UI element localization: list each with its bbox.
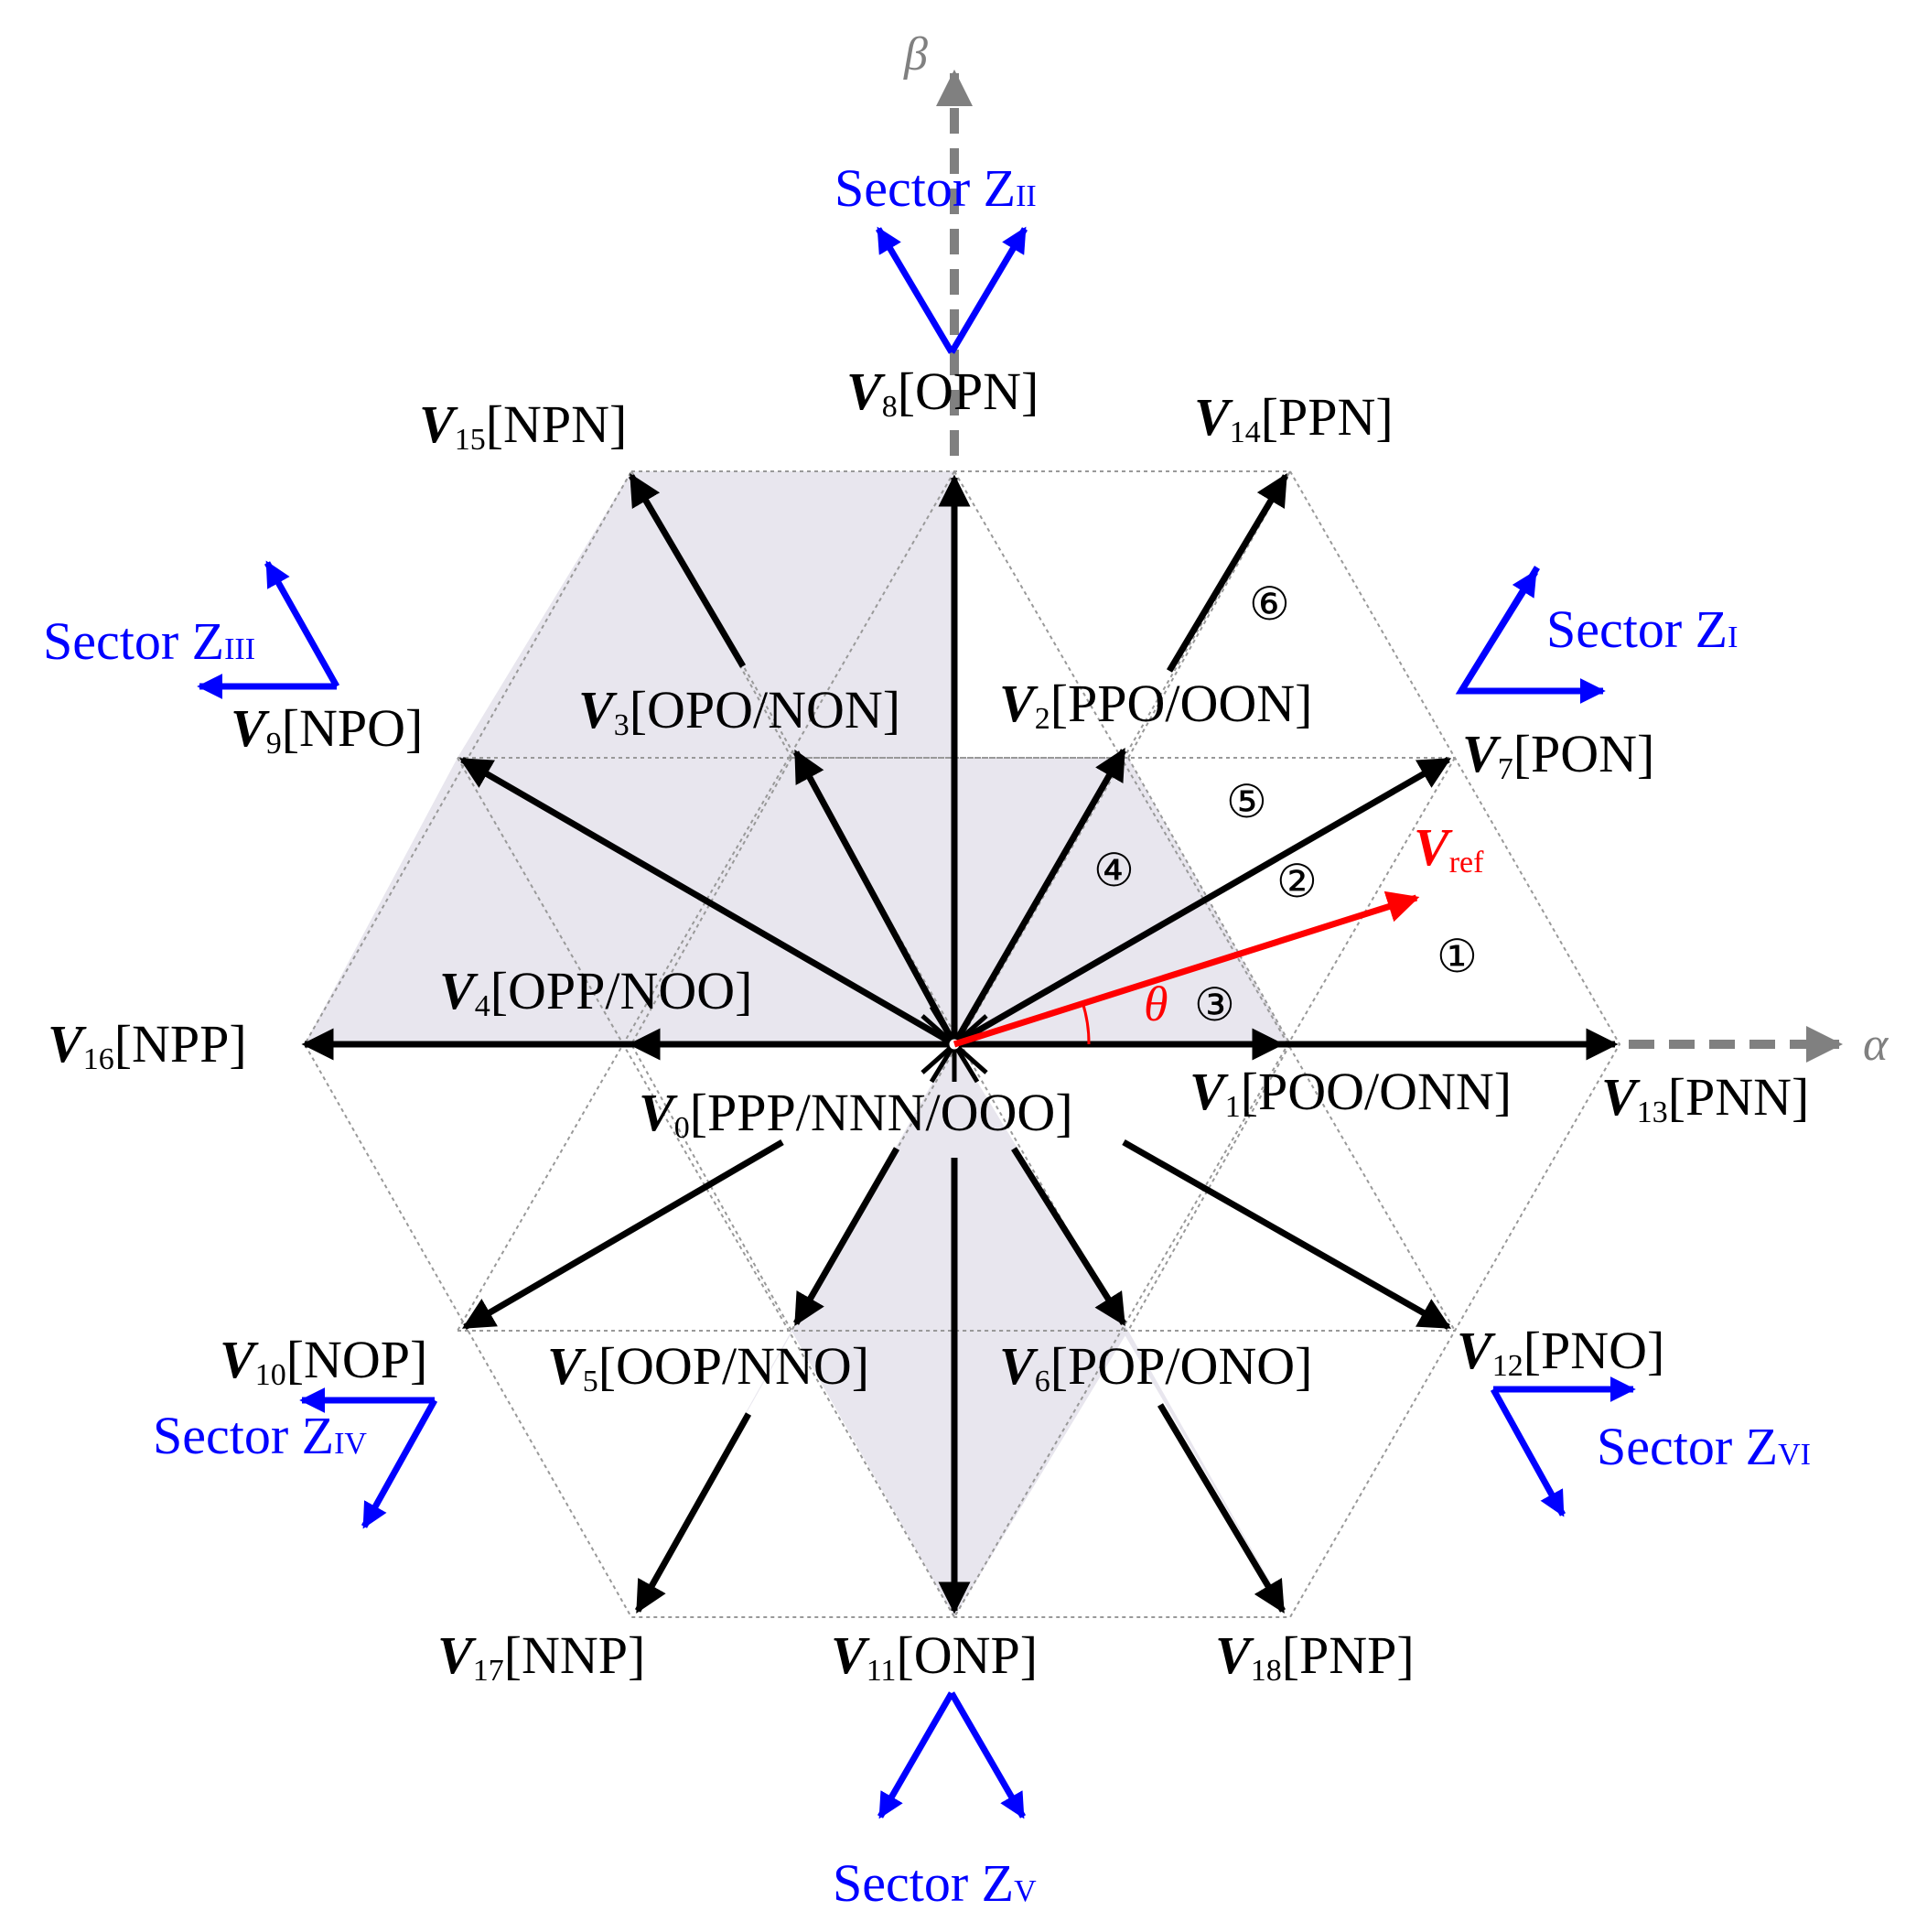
label-theta: θ [1144, 977, 1168, 1031]
label-sector-iii: Sector ZIII [43, 611, 255, 671]
arrow-v3 [792, 749, 958, 1046]
label-v18: V18[PNP] [1215, 1625, 1415, 1688]
region-6: ⑥ [1249, 578, 1290, 630]
arrow-v15 [628, 472, 747, 668]
axes [936, 70, 1843, 1063]
shaded-triangle-14 [305, 758, 954, 1044]
arrow-v7 [953, 756, 1452, 1048]
label-v15: V15[NPN] [419, 394, 627, 457]
sector-ii-icon-left [875, 226, 955, 354]
sector-iv-icon-down [361, 1398, 438, 1529]
label-v1: V1[POO/ONN] [1190, 1062, 1512, 1124]
region-1: ① [1437, 931, 1478, 982]
sector-i-icon-up [1459, 569, 1538, 693]
label-v6: V6[POP/ONO] [999, 1336, 1313, 1398]
label-v11: V11[ONP] [831, 1625, 1038, 1688]
label-sector-vi: Sector ZVI [1597, 1417, 1811, 1476]
label-v5: V5[OOP/NNO] [547, 1336, 869, 1398]
beta-axis-label: β [903, 28, 928, 81]
label-v16: V16[NPP] [48, 1014, 247, 1076]
label-v7: V7[PON] [1462, 724, 1654, 786]
region-5: ⑤ [1226, 776, 1267, 827]
label-v8: V8[OPN] [846, 362, 1039, 424]
region-2: ② [1276, 856, 1318, 907]
region-3: ③ [1194, 979, 1235, 1031]
shaded-triangle-8 [954, 758, 1290, 1044]
label-v2: V2[PPO/OON] [999, 674, 1313, 736]
sector-v-icon-right [948, 1691, 1027, 1819]
arrow-v14 [1166, 472, 1289, 673]
sector-v-icon-left [877, 1691, 955, 1819]
arrow-v9 [458, 756, 956, 1048]
shaded-triangle-12 [458, 471, 954, 1044]
arrow-vref [953, 890, 1420, 1048]
shaded-triangle-17 [954, 1044, 1128, 1617]
label-v17: V17[NNP] [437, 1625, 645, 1688]
label-sector-iv: Sector ZIV [153, 1406, 367, 1465]
label-v13: V13[PNN] [1601, 1067, 1809, 1129]
arrow-v18 [1157, 1403, 1286, 1614]
label-v0: V0[PPP/NNN/OOO] [639, 1083, 1073, 1145]
label-sector-ii: Sector ZII [834, 158, 1037, 218]
vector-arrows [301, 472, 1619, 1614]
arrow-v5 [792, 1147, 900, 1327]
label-sector-i: Sector ZI [1546, 599, 1738, 659]
alpha-axis-label: α [1863, 1019, 1889, 1071]
label-vref: Vref [1414, 817, 1484, 880]
arrow-v10 [461, 1139, 784, 1331]
label-v10: V10[NOP] [220, 1330, 427, 1392]
sector-vi-icon-down [1490, 1387, 1566, 1517]
region-4: ④ [1093, 845, 1135, 896]
shaded-triangle-16 [791, 1044, 954, 1617]
label-v4: V4[OPP/NOO] [439, 961, 753, 1023]
label-v12: V12[PNO] [1457, 1321, 1664, 1383]
label-v9: V9[NPO] [231, 698, 423, 761]
label-v14: V14[PPN] [1194, 387, 1394, 449]
grid-line-diag-6 [953, 757, 1456, 1618]
sector-ii-icon-right [948, 226, 1028, 354]
arrow-v17 [634, 1412, 752, 1614]
label-v3: V3[OPO/NON] [578, 680, 900, 742]
sector-iii-icon-up [264, 560, 340, 688]
sector-arrows [197, 226, 1636, 1819]
arrow-v12 [1122, 1139, 1452, 1331]
arrow-v2 [951, 747, 1127, 1046]
label-sector-v: Sector ZV [833, 1853, 1037, 1913]
arrow-v6 [1011, 1147, 1126, 1326]
grid-line-diag-3 [953, 470, 1456, 1332]
theta-arc [1081, 1001, 1091, 1045]
